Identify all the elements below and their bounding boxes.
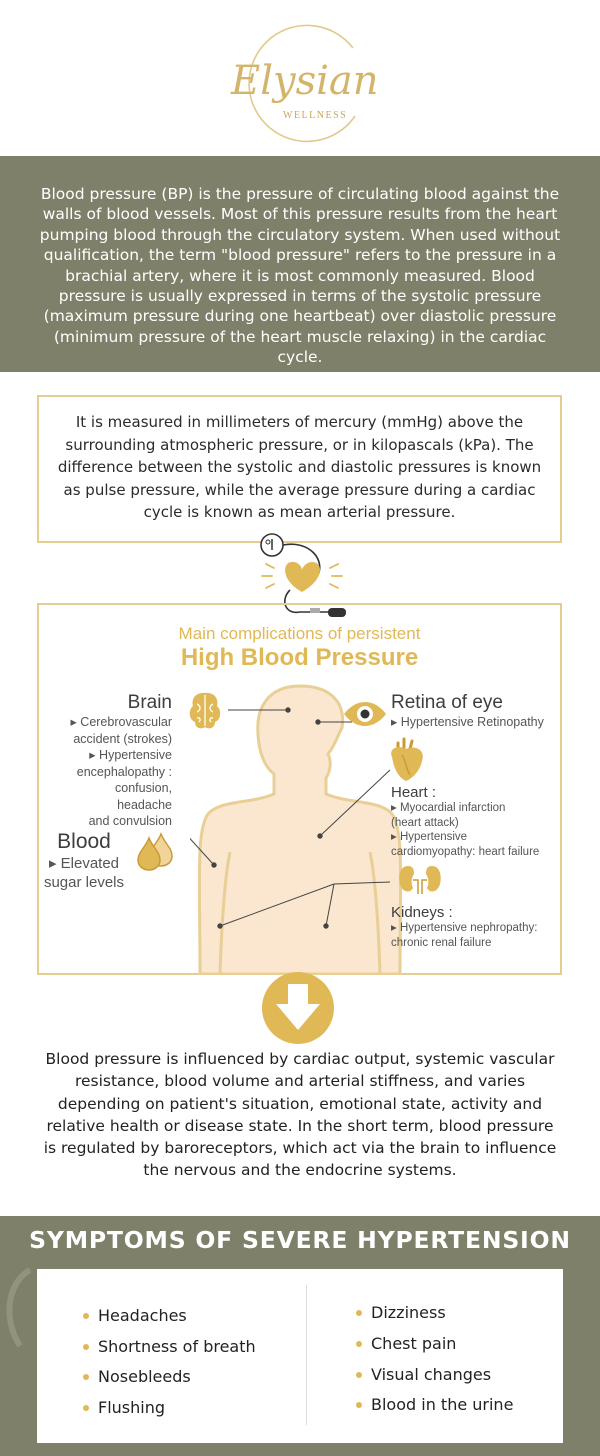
measurement-text: It is measured in millimeters of mercury… [57, 413, 542, 521]
heart-title: Heart : [391, 784, 437, 801]
bullet-icon [83, 1313, 89, 1319]
symptoms-divider [306, 1285, 307, 1425]
heart-line-1: ▸ Myocardial infarction [391, 802, 506, 814]
decorative-arc-icon [6, 1268, 32, 1348]
blood-line-2: sugar levels [43, 874, 125, 891]
logo-ring-icon [248, 24, 356, 143]
kidneys-icon [399, 866, 441, 894]
heart-organ-icon [391, 737, 423, 781]
bullet-icon [356, 1372, 362, 1378]
symptom-item: Headaches [83, 1306, 187, 1325]
blood-label: Blood ▸ Elevated sugar levels [40, 830, 128, 892]
bullet-icon [356, 1310, 362, 1316]
bullet-icon [83, 1344, 89, 1350]
symptom-item: Flushing [83, 1398, 166, 1417]
influence-text: Blood pressure is influenced by cardiac … [43, 1050, 557, 1180]
bullet-icon [356, 1341, 362, 1347]
complications-subtitle: Main complications of persistent [178, 624, 421, 643]
kidneys-line-1: ▸ Hypertensive nephropathy: [391, 922, 538, 934]
brain-title: Brain [127, 692, 172, 713]
complications-title: High Blood Pressure [180, 644, 419, 671]
blood-pressure-monitor-icon [260, 533, 346, 617]
symptom-label: Chest pain [371, 1334, 457, 1353]
brain-icon [189, 692, 221, 729]
brain-line-1: ▸ Cerebrovascular [70, 715, 172, 729]
symptom-label: Nosebleeds [98, 1367, 191, 1386]
kidneys-line-2: chronic renal failure [391, 936, 492, 949]
heart-line-3: ▸ Hypertensive [391, 831, 468, 843]
brain-line-5: confusion, headache [115, 781, 172, 812]
bullet-icon [356, 1402, 362, 1408]
brain-line-3: ▸ Hypertensive [89, 748, 172, 762]
symptom-label: Blood in the urine [371, 1395, 514, 1414]
symptom-label: Shortness of breath [98, 1337, 256, 1356]
measurement-box: It is measured in millimeters of mercury… [37, 395, 562, 543]
symptoms-title: SYMPTOMS OF SEVERE HYPERTENSION [29, 1226, 571, 1254]
symptom-label: Headaches [98, 1306, 187, 1325]
heart-label: Heart : ▸ Myocardial infarction (heart a… [391, 784, 561, 859]
retina-label: Retina of eye ▸ Hypertensive Retinopathy [391, 692, 561, 731]
blood-drops-icon [137, 831, 173, 871]
eye-icon [344, 702, 386, 726]
logo: Elysian WELLNESS [231, 18, 379, 146]
symptom-item: Chest pain [356, 1334, 457, 1353]
kidneys-title: Kidneys : [391, 904, 453, 921]
symptom-label: Flushing [98, 1398, 166, 1417]
symptom-item: Blood in the urine [356, 1395, 514, 1414]
brain-line-6: and convulsion [88, 814, 172, 828]
kidneys-label: Kidneys : ▸ Hypertensive nephropathy: ch… [391, 904, 561, 950]
down-arrow-icon [262, 972, 334, 1044]
retina-line-1: ▸ Hypertensive Retinopathy [391, 715, 544, 729]
logo-script: Elysian [231, 58, 379, 104]
symptom-label: Dizziness [371, 1303, 446, 1322]
symptoms-card [37, 1269, 563, 1443]
heart-line-2: (heart attack) [391, 816, 459, 829]
bullet-icon [83, 1374, 89, 1380]
human-body-illustration [190, 684, 403, 975]
intro-band: Blood pressure (BP) is the pressure of c… [0, 156, 600, 372]
symptom-item: Dizziness [356, 1303, 446, 1322]
intro-text: Blood pressure (BP) is the pressure of c… [39, 185, 561, 367]
retina-title: Retina of eye [391, 692, 503, 713]
logo-subtitle: WELLNESS [283, 110, 348, 121]
symptom-item: Nosebleeds [83, 1367, 191, 1386]
blood-title: Blood [57, 830, 111, 853]
symptom-label: Visual changes [371, 1365, 492, 1384]
symptom-item: Shortness of breath [83, 1337, 256, 1356]
brain-line-2: accident (strokes) [73, 731, 172, 746]
blood-line-1: ▸ Elevated [48, 855, 120, 872]
symptom-item: Visual changes [356, 1365, 492, 1384]
heart-line-4: cardiomyopathy: heart failure [391, 845, 540, 858]
brain-label: Brain ▸ Cerebrovascular accident (stroke… [60, 692, 172, 830]
brain-line-4: encephalopathy : [76, 764, 172, 779]
bullet-icon [83, 1405, 89, 1411]
